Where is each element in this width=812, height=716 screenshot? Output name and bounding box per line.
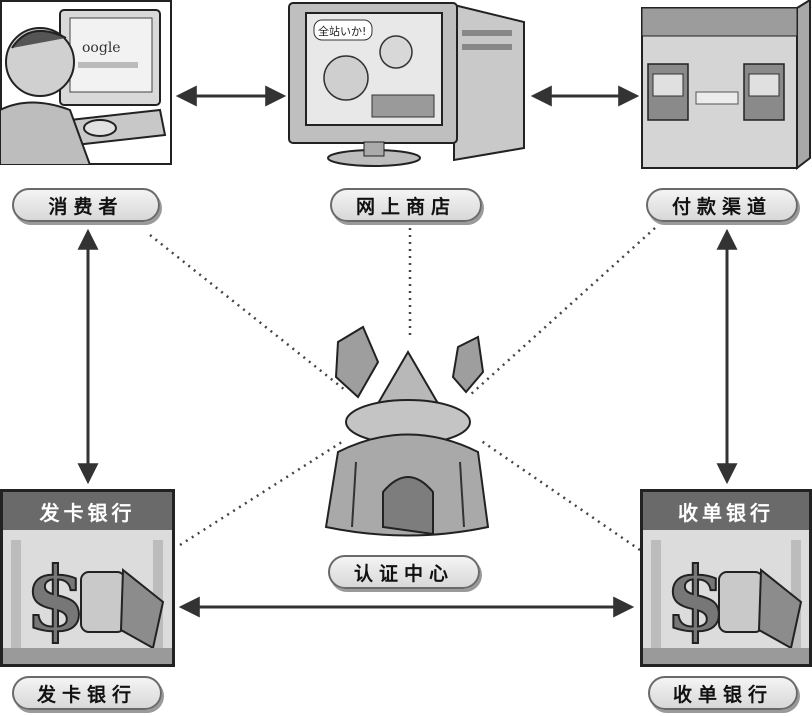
svg-text:$: $ — [25, 547, 86, 651]
bank-dollar-icon: $ — [3, 530, 172, 664]
dotted-consumer-cert — [149, 234, 346, 391]
desktop-computer-icon: 全站いか! — [288, 2, 525, 167]
atm-machines-icon — [641, 0, 811, 170]
dotted-acquiring-cert — [479, 438, 641, 552]
issuing-bank-header: 发卡银行 — [3, 492, 172, 530]
acquiring-bank-header: 收单银行 — [643, 492, 809, 530]
payment-channel-label: 付款渠道 — [646, 188, 798, 222]
issuing-bank-label: 发卡银行 — [12, 676, 162, 710]
dotted-issuing-cert — [179, 438, 346, 547]
dotted-payment-cert — [469, 227, 656, 396]
online-store-label: 网上商店 — [330, 188, 482, 222]
castle-tower-icon — [324, 325, 490, 537]
svg-text:oogle: oogle — [82, 40, 121, 56]
bank-dollar-icon: $ — [643, 530, 809, 664]
cert-center-label: 认证中心 — [328, 555, 480, 589]
user-at-computer-icon: oogle — [0, 0, 172, 165]
svg-text:$: $ — [665, 547, 726, 651]
acquiring-bank-label: 收单银行 — [648, 676, 798, 710]
issuing-bank-panel: 发卡银行 $ — [0, 489, 175, 667]
consumer-picture: oogle — [0, 0, 172, 165]
store-picture: 全站いか! — [284, 0, 529, 168]
acquiring-bank-panel: 收单银行 $ — [640, 489, 812, 667]
payment-channel-picture — [640, 0, 812, 170]
consumer-label: 消费者 — [12, 188, 160, 222]
svg-text:全站いか!: 全站いか! — [318, 24, 366, 38]
cert-center-picture — [318, 322, 496, 547]
